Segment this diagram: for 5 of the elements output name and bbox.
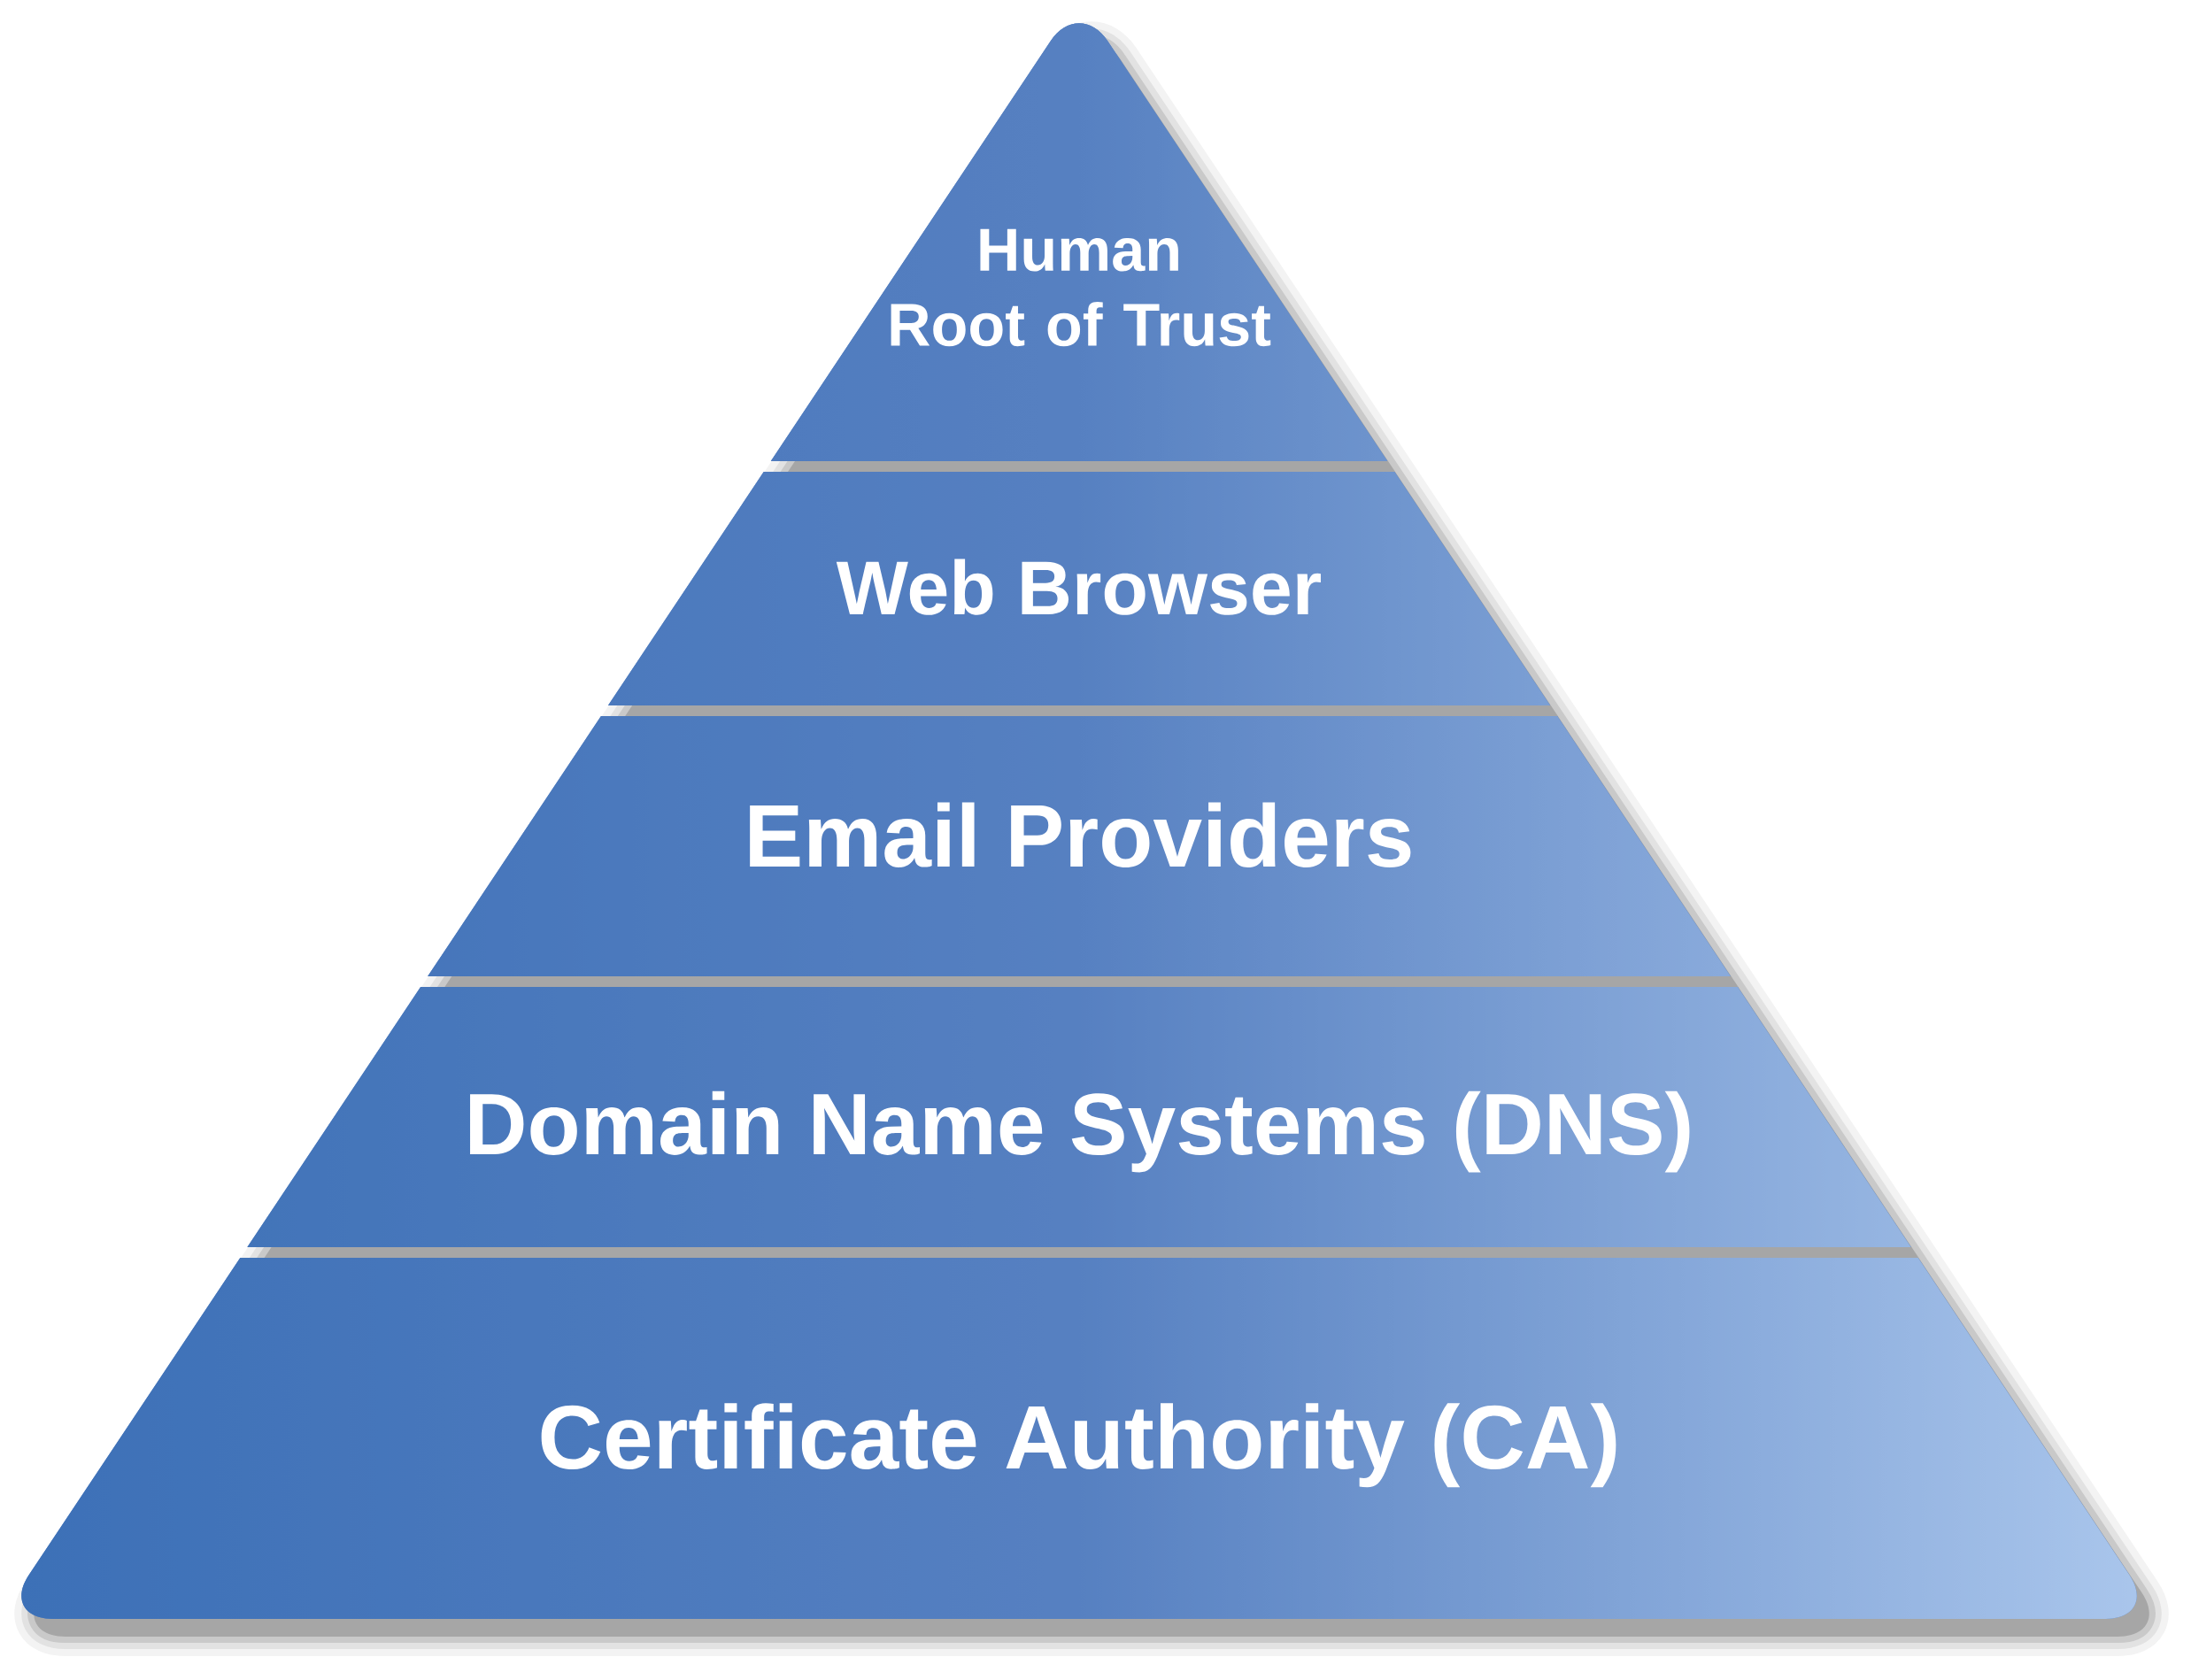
tier-label: Web Browser	[836, 559, 1321, 615]
tier-label: Certificate Authority (CA)	[541, 1403, 1616, 1488]
tier-label: Email Providers	[750, 802, 1411, 867]
tier-label: Domain Name Systems (DNS)	[470, 1090, 1690, 1173]
tier-label: Human Root of Trust	[891, 228, 1271, 347]
